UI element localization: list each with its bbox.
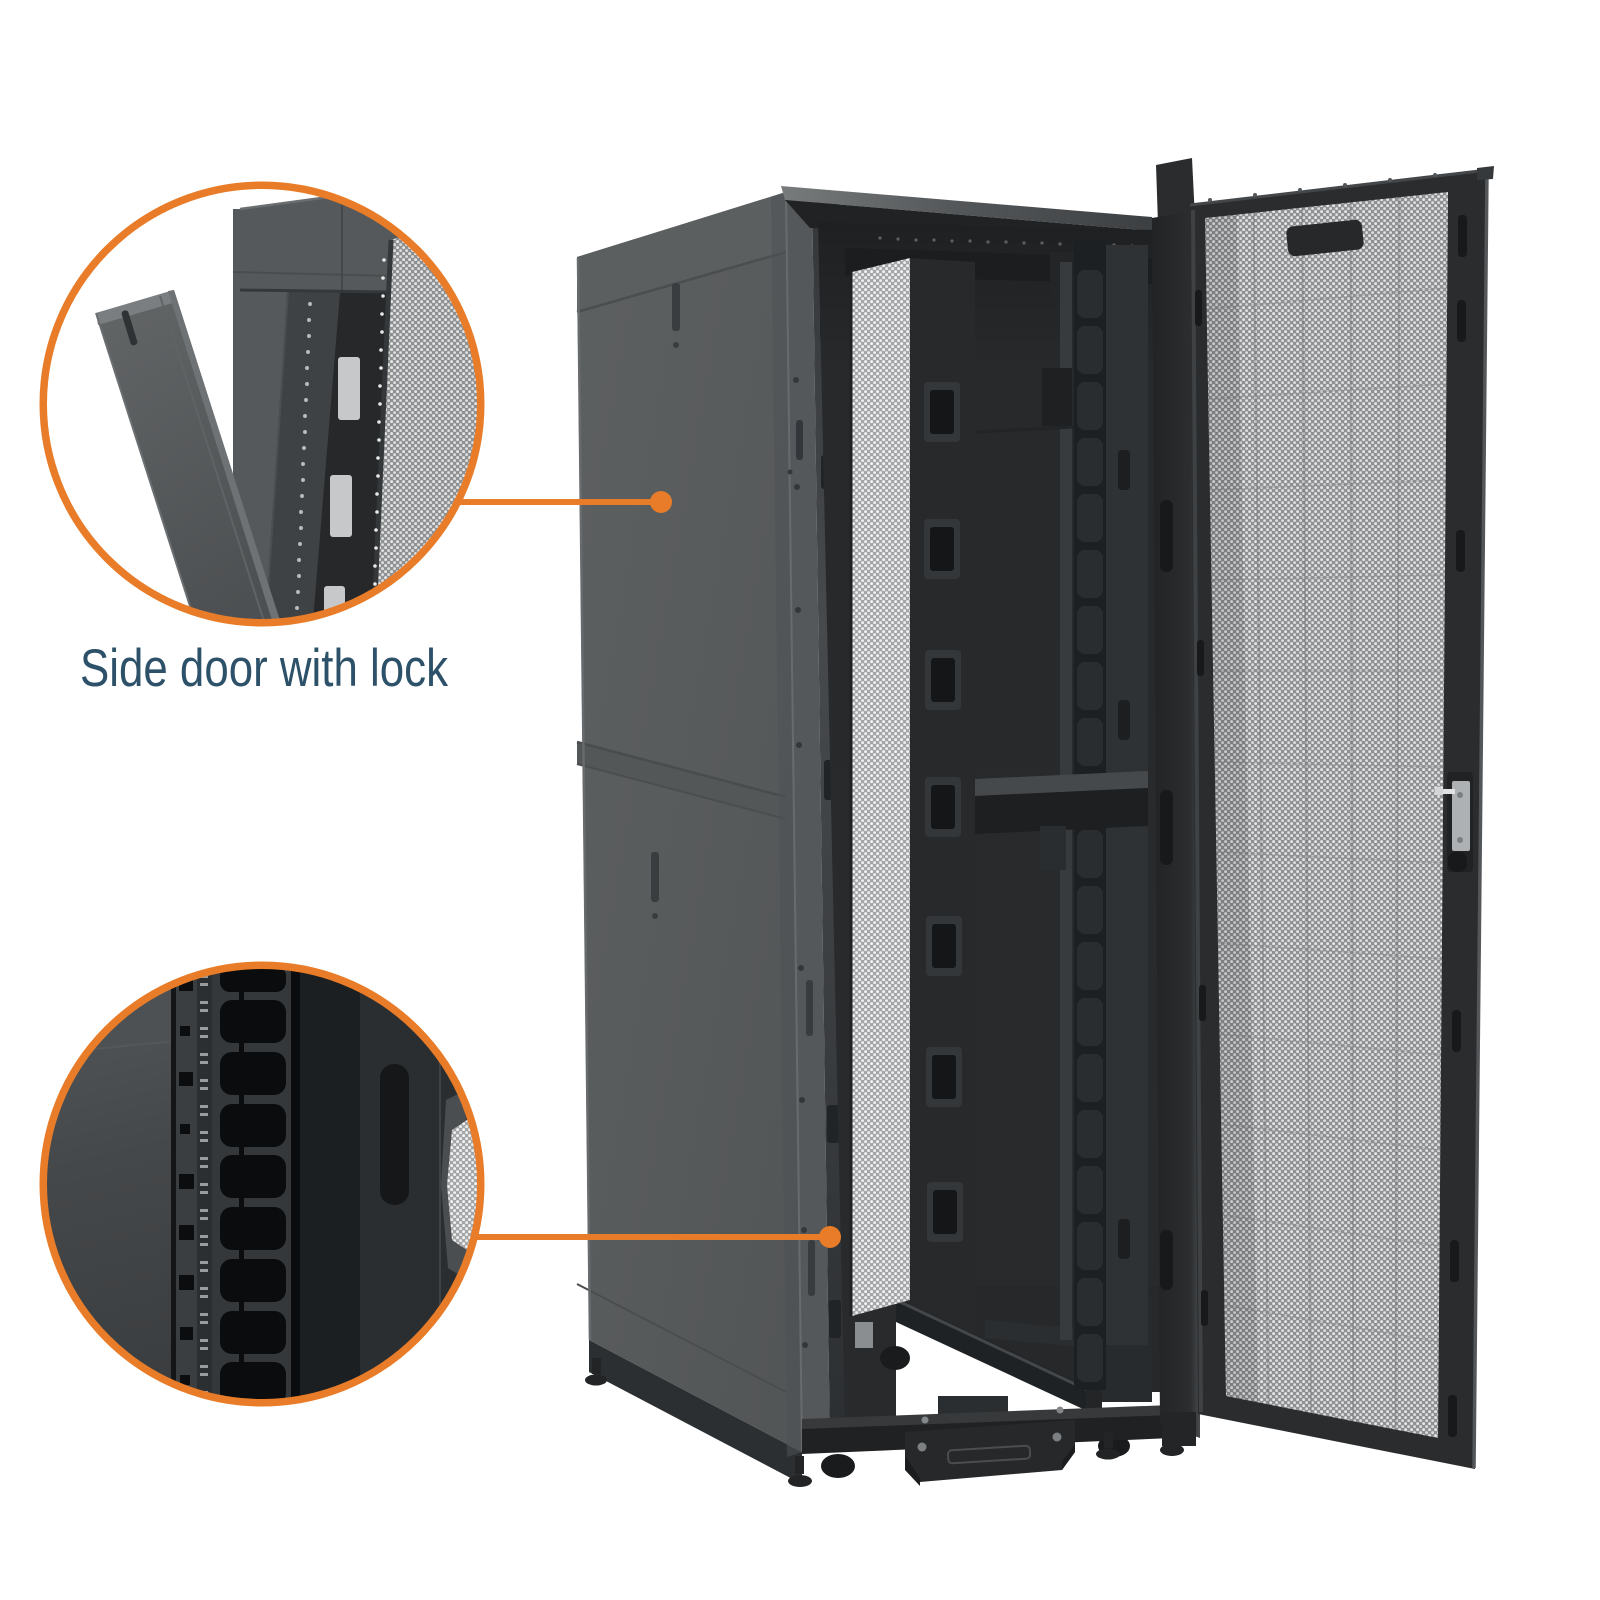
svg-text:Side door with lock: Side door with lock [80, 639, 449, 698]
